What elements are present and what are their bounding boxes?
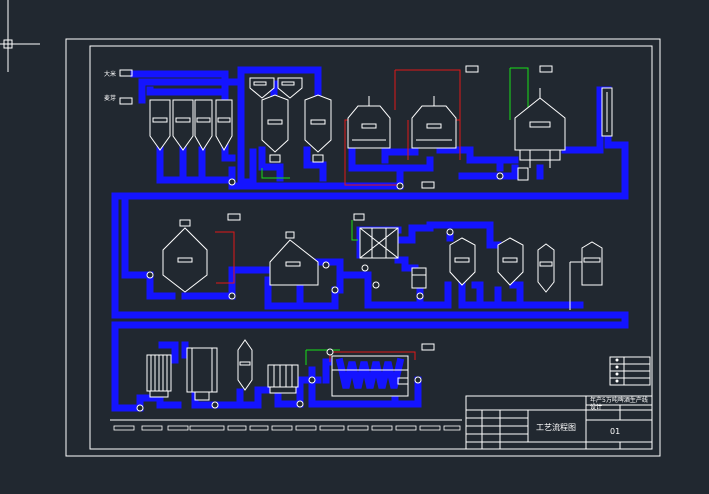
project-title-line1: 年产5万吨啤酒生产线	[590, 396, 648, 404]
wort-cooler	[359, 227, 399, 259]
mill-hoppers	[249, 77, 303, 99]
sheet-number: 01	[610, 427, 620, 436]
inner-frame	[89, 45, 653, 450]
inlet-label-bottom: 麦芽	[104, 94, 116, 102]
wort-boiler	[269, 231, 319, 286]
silo-1	[149, 99, 171, 151]
weighing-tanks	[261, 94, 332, 163]
drawing-title: 工艺流程图	[536, 422, 576, 432]
silo-2	[172, 99, 194, 151]
heat-exchanger-top	[601, 87, 613, 137]
silo-4	[215, 99, 233, 152]
mash-tank	[411, 96, 457, 149]
yeast-tank	[411, 267, 427, 289]
pipe-tags	[119, 65, 553, 385]
filter-press-1	[146, 354, 172, 398]
bright-beer-tank	[569, 241, 603, 310]
pasteurizer	[331, 355, 409, 397]
silo-3	[194, 99, 213, 151]
inlet-label-top: 大米	[104, 70, 116, 78]
outer-frame	[65, 38, 661, 457]
buffer-tank	[237, 339, 253, 391]
lauter-tun	[514, 88, 566, 181]
silos	[149, 99, 233, 152]
legend-box	[609, 356, 651, 386]
process-pipes	[111, 66, 629, 412]
diatomite-filter	[186, 347, 218, 401]
whirlpool-tank	[162, 219, 208, 293]
project-title-line2: 设计	[590, 403, 602, 411]
cooker-tank	[347, 96, 391, 149]
fermenters	[449, 237, 555, 293]
water-lines	[261, 67, 529, 365]
valves-and-pumps	[136, 172, 504, 412]
crosshair-cursor	[0, 0, 40, 72]
inlet-labels: 大米 麦芽	[104, 70, 116, 102]
filling-machine	[267, 364, 299, 394]
title-block: 年产5万吨啤酒生产线 设计 工艺流程图 01	[465, 395, 653, 450]
steam-lines	[215, 69, 461, 362]
equipment-name-strip	[110, 419, 462, 431]
